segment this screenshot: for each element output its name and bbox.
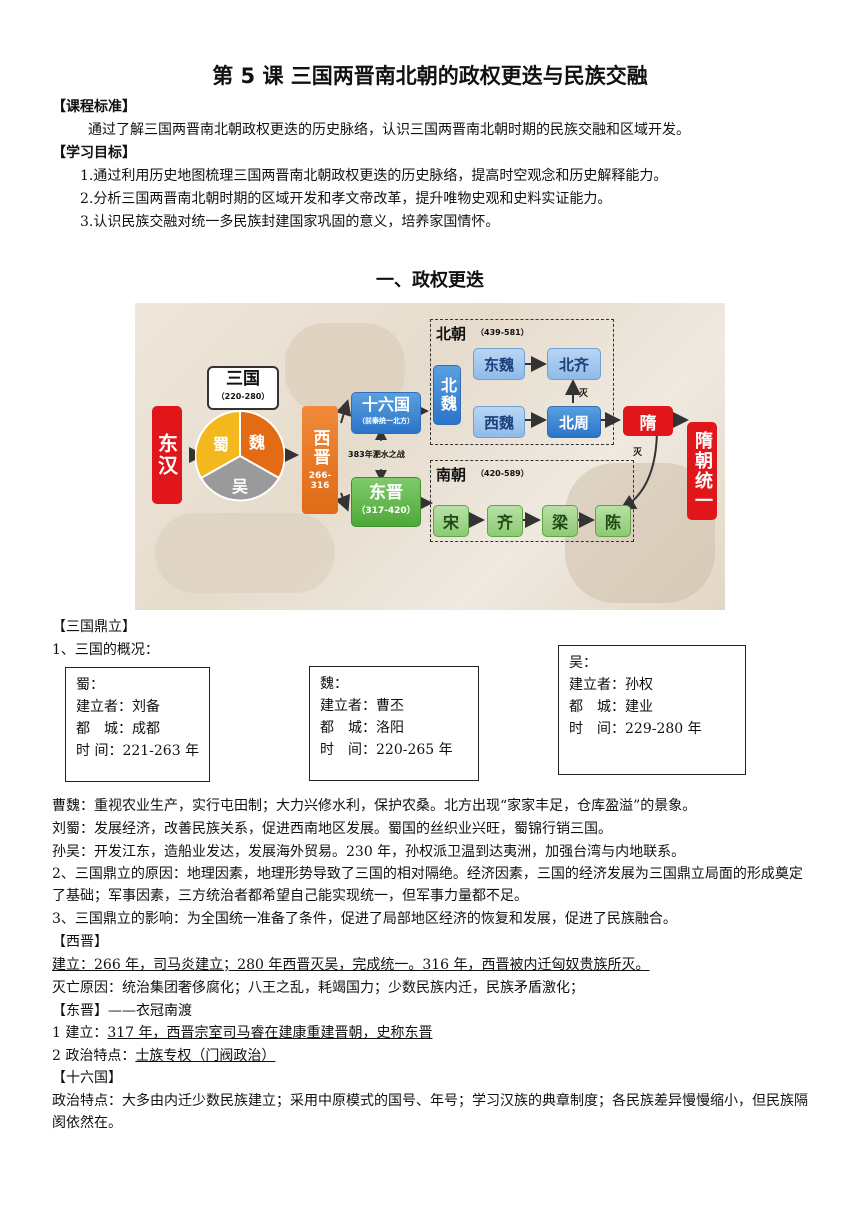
diagram-arrows xyxy=(189,356,689,528)
sixteen-heading: 【十六国】 xyxy=(52,1070,122,1086)
sanguo-pie xyxy=(195,409,285,502)
page-title: 第 5 课 三国两晋南北朝的政权更迭与民族交融 xyxy=(212,64,648,88)
dongjin-2-text: 士族专权（门阀政治） xyxy=(135,1048,276,1064)
goal-item: 2.分析三国两晋南北朝时期的区域开发和孝文帝改革，提升唯物史观和史料实证能力。 xyxy=(80,191,612,207)
xijin-years: 266-316 xyxy=(308,471,332,491)
node-shiliuguo: 十六国 （前秦统一北方） xyxy=(351,392,421,434)
kingdom-box-wu: 吴： 建立者：孙权 都 城：建业 时 间：229-280 年 xyxy=(558,645,746,775)
kingdom-name: 吴： xyxy=(569,655,597,671)
node-sui: 隋 xyxy=(623,406,673,436)
kingdom-name: 蜀： xyxy=(76,677,104,693)
sanguo-label: 三国 xyxy=(226,369,260,389)
para-sunwu: 孙吴：开发江东，造船业发达，发展海外贸易。230 年，孙权派卫温到达夷洲，加强台… xyxy=(52,844,686,860)
kingdom-founder: 建立者：曹丕 xyxy=(320,698,404,714)
beichao-group xyxy=(430,319,614,445)
sixteen-text: 政治特点：大多由内迁少数民族建立；采用中原模式的国号、年号；学习汉族的典章制度；… xyxy=(52,1093,808,1131)
node-dongwei: 东魏 xyxy=(473,348,525,380)
dongjin-heading: 【东晋】——衣冠南渡 xyxy=(52,1003,192,1019)
regime-change-diagram: 东汉 三国 （220-280） 蜀 魏 吴 西晋 266-316 十六国 （前秦… xyxy=(135,303,725,610)
node-dongjin: 东晋 （317-420） xyxy=(351,477,421,527)
node-song: 宋 xyxy=(433,505,469,537)
para-liushu: 刘蜀：发展经济，改善民族关系，促进西南地区发展。蜀国的丝织业兴旺，蜀锦行销三国。 xyxy=(52,821,612,837)
node-qi: 齐 xyxy=(487,505,523,537)
dongjin-2-prefix: 2 政治特点： xyxy=(52,1048,136,1064)
node-sanguo: 三国 （220-280） xyxy=(207,366,279,410)
standard-text: 通过了解三国两晋南北朝政权更迭的历史脉络，认识三国两晋南北朝时期的民族交融和区域… xyxy=(88,122,690,138)
kingdom-box-wei: 魏： 建立者：曹丕 都 城：洛阳 时 间：220-265 年 xyxy=(309,666,479,781)
pie-wei: 魏 xyxy=(249,433,266,452)
feishui-battle: 383年淝水之战 xyxy=(348,450,405,459)
kingdom-time: 时 间：229-280 年 xyxy=(569,721,702,737)
mie-label-1: 灭 xyxy=(579,389,589,399)
xijin-heading: 【西晋】 xyxy=(52,934,108,950)
pie-wu: 吴 xyxy=(232,477,249,496)
sanguo-years: （220-280） xyxy=(216,392,270,401)
overview-label: 1、三国的概况： xyxy=(52,642,159,658)
node-donghan: 东汉 xyxy=(152,406,182,504)
goals-heading: 【学习目标】 xyxy=(52,145,136,161)
goal-item: 1.通过利用历史地图梳理三国两晋南北朝政权更迭的历史脉络，提高时空观念和历史解释… xyxy=(80,168,668,184)
para-reasons: 2、三国鼎立的原因：地理因素，地理形势导致了三国的相对隔绝。经济因素，三国的经济… xyxy=(52,866,803,904)
kingdom-capital: 都 城：建业 xyxy=(569,699,653,715)
kingdom-time: 时 间：221-263 年 xyxy=(76,743,200,759)
node-beizhou: 北周 xyxy=(547,406,601,438)
kingdom-capital: 都 城：成都 xyxy=(76,721,160,737)
xijin-founding: 建立：266 年，司马炎建立；280 年西晋灭吴，完成统一。316 年，西晋被内… xyxy=(52,957,650,973)
dongjin-item-1: 1 建立：317 年，西晋宗室司马睿在建康重建晋朝，史称东晋 xyxy=(52,1022,433,1044)
kingdom-time: 时 间：220-265 年 xyxy=(320,742,453,758)
nanchao-group xyxy=(430,460,634,542)
kingdom-box-shu: 蜀： 建立者：刘备 都 城：成都 时 间：221-263 年 xyxy=(65,667,210,782)
standard-heading: 【课程标准】 xyxy=(52,99,136,115)
node-liang: 梁 xyxy=(542,505,578,537)
nanchao-label: 南朝 xyxy=(436,466,467,484)
kingdom-capital: 都 城：洛阳 xyxy=(320,720,404,736)
kingdom-founder: 建立者：孙权 xyxy=(569,677,653,693)
para-caowei: 曹魏：重视农业生产，实行屯田制；大力兴修水利，保护农桑。北方出现“家家丰足，仓库… xyxy=(52,798,697,814)
kingdom-name: 魏： xyxy=(320,676,348,692)
sanguo-heading: 【三国鼎立】 xyxy=(52,619,136,635)
xijin-label: 西晋 xyxy=(309,429,330,467)
dongjin-1-prefix: 1 建立： xyxy=(52,1025,108,1041)
para-impact: 3、三国鼎立的影响：为全国统一准备了条件，促进了局部地区经济的恢复和发展，促进了… xyxy=(52,911,677,927)
shiliuguo-label: 十六国 xyxy=(361,395,410,414)
dongjin-label: 东晋 xyxy=(369,483,403,503)
node-beiwei: 北魏 xyxy=(433,365,461,425)
xijin-fall: 灭亡原因：统治集团奢侈腐化；八王之乱，耗竭国力；少数民族内迁，民族矛盾激化； xyxy=(52,980,584,996)
dongjin-years: （317-420） xyxy=(356,506,416,516)
dongjin-item-2: 2 政治特点：士族专权（门阀政治） xyxy=(52,1045,275,1067)
node-beiqi: 北齐 xyxy=(547,348,601,380)
beichao-label: 北朝 xyxy=(436,325,467,343)
node-xijin: 西晋 266-316 xyxy=(302,406,338,514)
dongjin-1-text: 317 年，西晋宗室司马睿在建康重建晋朝，史称东晋 xyxy=(107,1025,433,1041)
node-xiwei: 西魏 xyxy=(473,406,525,438)
node-chen: 陈 xyxy=(595,505,631,537)
kingdom-founder: 建立者：刘备 xyxy=(76,699,160,715)
section-title: 一、政权更迭 xyxy=(376,270,484,291)
goal-item: 3.认识民族交融对统一多民族封建国家巩固的意义，培养家国情怀。 xyxy=(80,214,500,230)
nanchao-years: （420-589） xyxy=(476,469,529,478)
beichao-years: （439-581） xyxy=(476,328,529,337)
mie-label-2: 灭 xyxy=(633,448,643,458)
shiliuguo-sub: （前秦统一北方） xyxy=(358,417,414,425)
pie-shu: 蜀 xyxy=(213,435,230,454)
node-sui-unify: 隋朝统一 xyxy=(687,422,717,520)
